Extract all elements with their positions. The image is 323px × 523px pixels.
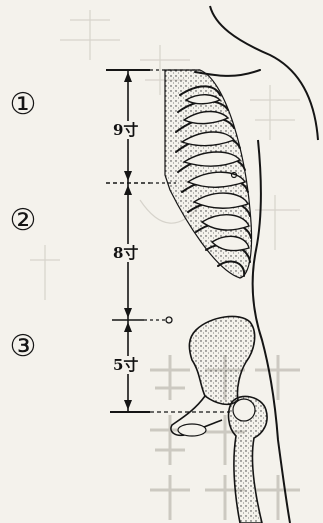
femur (229, 396, 268, 523)
section-marker-one: ① (6, 88, 40, 122)
measure-label-pelvis: 5寸 (112, 356, 139, 374)
ribcage (165, 70, 260, 278)
section-marker-two: ② (6, 204, 40, 238)
section-marker-three: ③ (6, 330, 40, 364)
measure-label-chest: 9寸 (112, 121, 139, 139)
measure-label-abdomen: 8寸 (112, 244, 139, 262)
